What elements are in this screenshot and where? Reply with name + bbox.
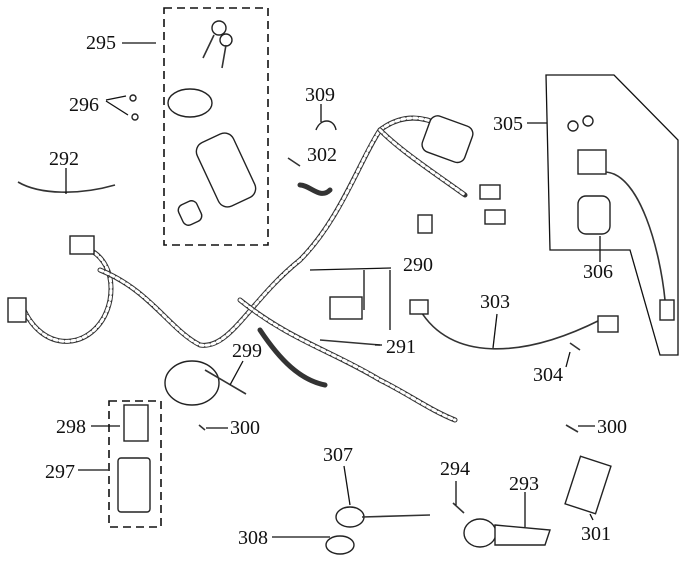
starter-relay-icon [577, 149, 607, 175]
starter-relay-group-box [545, 74, 679, 356]
callout-295: 295 [86, 32, 116, 54]
screw-icon [287, 157, 301, 167]
screw-icon [565, 424, 579, 433]
fuse-box-kit-box [108, 400, 162, 528]
ignition-switch-kit-box [163, 7, 269, 246]
callout-302: 302 [307, 144, 337, 166]
callout-306: 306 [583, 261, 613, 283]
nut-icon [582, 115, 594, 127]
callout-300: 300 [597, 416, 627, 438]
callout-309: 309 [305, 84, 335, 106]
callout-292: 292 [49, 148, 79, 170]
callout-297: 297 [45, 461, 75, 483]
callout-299: 299 [232, 340, 262, 362]
sensor-icon [335, 506, 365, 528]
ignition-coil-icon [463, 518, 497, 548]
clamp-icon [315, 120, 337, 131]
horn-icon [164, 360, 220, 406]
callout-304: 304 [533, 364, 563, 386]
main-wiring-harness [7, 115, 506, 423]
screw-icon [452, 502, 465, 514]
callout-308: 308 [238, 527, 268, 549]
callout-291: 291 [386, 336, 416, 358]
ignition-switch-icon [195, 132, 257, 208]
key-set-icon [202, 20, 233, 69]
relay-rubber-icon [577, 195, 611, 235]
screw-icon [198, 424, 206, 431]
fuse-cover-icon [123, 404, 149, 442]
callout-301: 301 [581, 523, 611, 545]
switch-cover-icon [167, 88, 213, 118]
fuse-holder-icon [329, 296, 363, 320]
stop-switch-cable-icon [419, 309, 601, 350]
callout-294: 294 [440, 458, 470, 480]
callout-290: 290 [403, 254, 433, 276]
fuse-icon [319, 339, 381, 346]
fuse-box-icon [117, 457, 151, 513]
relay-wire-icon [605, 171, 666, 301]
callout-305: 305 [493, 113, 523, 135]
regulator-icon [564, 455, 612, 515]
screw-icon [569, 342, 581, 351]
callout-303: 303 [480, 291, 510, 313]
ground-wire-icon [17, 181, 116, 193]
screw-icon [131, 113, 139, 121]
callout-307: 307 [323, 444, 353, 466]
seat-lock-cylinder-icon [177, 200, 203, 226]
callout-293: 293 [509, 473, 539, 495]
callout-300: 300 [230, 417, 260, 439]
capacitor [421, 115, 474, 164]
callout-296: 296 [69, 94, 99, 116]
nut-icon [567, 120, 579, 132]
clip-ring-icon [325, 535, 355, 555]
screw-icon [129, 94, 137, 102]
callout-298: 298 [56, 416, 86, 438]
